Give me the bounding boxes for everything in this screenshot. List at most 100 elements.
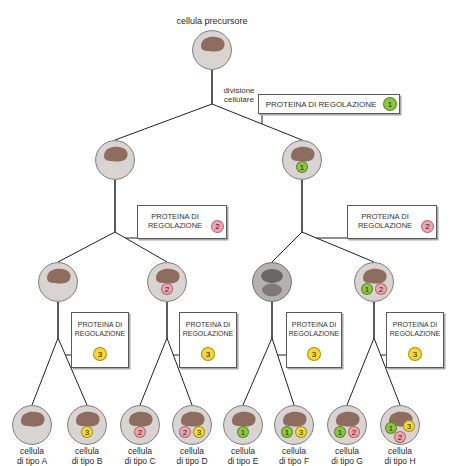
protein-number: 2 bbox=[183, 428, 187, 437]
box-text-area: PROTEINA DI REGOLAZIONE bbox=[180, 320, 236, 338]
cell-outline bbox=[95, 140, 135, 180]
regulatory-protein-box: PROTEINA DI REGOLAZIONE 3 bbox=[179, 312, 237, 368]
cell-nucleus bbox=[181, 412, 205, 427]
protein-number: 1 bbox=[285, 428, 289, 437]
protein-name: PROTEINA DI REGOLAZIONE bbox=[287, 320, 341, 338]
cell-label: cellula di tipo B bbox=[71, 447, 103, 466]
cell-nucleus bbox=[336, 412, 360, 427]
protein-badge: 3 bbox=[193, 426, 205, 438]
cell: 12 bbox=[354, 262, 394, 302]
protein-badge: 3 bbox=[295, 426, 307, 438]
protein-number: 3 bbox=[206, 350, 210, 359]
division-line bbox=[32, 302, 58, 405]
cell-membrane bbox=[193, 31, 232, 70]
protein-badge: 1 bbox=[334, 426, 346, 438]
box-text-area: PROTEINA DI REGOLAZIONE bbox=[141, 212, 209, 230]
cell-outline bbox=[12, 405, 52, 445]
cell-label: cellula di tipo H bbox=[384, 447, 416, 466]
protein-badge: 2 bbox=[348, 426, 360, 438]
protein-badge: 2 bbox=[179, 426, 191, 438]
protein-number: 3 bbox=[197, 428, 201, 437]
protein-number: 3 bbox=[299, 428, 303, 437]
regulatory-protein-box: PROTEINA DI REGOLAZIONE2 bbox=[347, 205, 437, 239]
protein-badge: 3 bbox=[93, 347, 107, 361]
cell-outline bbox=[67, 405, 107, 445]
cell-nucleus bbox=[156, 269, 180, 284]
cell-membrane bbox=[148, 263, 187, 302]
leader-line bbox=[316, 238, 347, 239]
protein-number: 1 bbox=[365, 285, 369, 294]
division-line bbox=[58, 180, 115, 262]
cell-membrane bbox=[381, 406, 420, 445]
protein-number: 3 bbox=[407, 422, 411, 431]
cell-label: cellula di tipo E bbox=[227, 447, 259, 466]
cell-outline bbox=[274, 405, 314, 445]
cell-outline bbox=[147, 262, 187, 302]
cell-membrane bbox=[328, 406, 367, 445]
regulatory-protein-box: PROTEINA DI REGOLAZIONE 3 bbox=[286, 312, 342, 368]
cell-label: cellula di tipo D bbox=[176, 447, 208, 466]
regulatory-protein-box: PROTEINA DI REGOLAZIONE 3 bbox=[71, 312, 129, 368]
leader-line bbox=[278, 355, 286, 356]
protein-badge: 3 bbox=[201, 347, 215, 361]
cell: cellula di tipo E1 bbox=[223, 405, 263, 445]
cell-membrane bbox=[68, 406, 107, 445]
box-text-area: PROTEINA DI REGOLAZIONE bbox=[351, 212, 419, 230]
division-line bbox=[272, 180, 302, 262]
cell-outline bbox=[192, 30, 232, 70]
cell bbox=[252, 262, 292, 302]
protein-name: PROTEINA DI REGOLAZIONE bbox=[351, 212, 419, 230]
cell-outline bbox=[354, 262, 394, 302]
protein-name: PROTEINA DI REGOLAZIONE bbox=[180, 320, 236, 338]
protein-badge: 3 bbox=[403, 420, 415, 432]
protein-badge: 3 bbox=[81, 426, 93, 438]
protein-number: 3 bbox=[413, 350, 417, 359]
cell: 1 bbox=[282, 140, 322, 180]
cell-outline bbox=[282, 140, 322, 180]
cell-nucleus bbox=[283, 412, 307, 427]
division-line bbox=[347, 302, 374, 405]
cell: cellula precursore bbox=[192, 30, 232, 70]
box-text-area: PROTEINA DI REGOLAZIONE bbox=[263, 100, 379, 109]
protein-number: 2 bbox=[379, 285, 383, 294]
protein-badge: 1 bbox=[237, 426, 249, 438]
protein-number: 3 bbox=[98, 350, 102, 359]
protein-badge: 1 bbox=[361, 283, 373, 295]
cell-nucleus bbox=[262, 284, 282, 297]
cell-outline bbox=[327, 405, 367, 445]
protein-badge: 3 bbox=[408, 347, 422, 361]
cell-membrane bbox=[355, 263, 394, 302]
cell-label: cellula di tipo G bbox=[331, 447, 363, 466]
protein-name: PROTEINA DI REGOLAZIONE bbox=[72, 320, 128, 338]
protein-badge: 2 bbox=[375, 283, 387, 295]
protein-badge: 2 bbox=[161, 283, 173, 295]
cell-nucleus bbox=[47, 269, 71, 284]
cell-membrane bbox=[13, 406, 52, 445]
leader-line bbox=[262, 114, 263, 124]
leader-line bbox=[125, 238, 137, 239]
protein-name: PROTEINA DI REGOLAZIONE bbox=[387, 320, 443, 338]
protein-number: 2 bbox=[352, 428, 356, 437]
cell-membrane bbox=[275, 406, 314, 445]
protein-badge: 2 bbox=[211, 220, 224, 233]
cell-membrane bbox=[283, 141, 322, 180]
box-text-area: PROTEINA DI REGOLAZIONE bbox=[387, 320, 443, 338]
protein-number: 3 bbox=[312, 350, 316, 359]
cell-membrane bbox=[173, 406, 212, 445]
protein-badge: 1 bbox=[296, 161, 308, 173]
protein-number: 2 bbox=[138, 428, 142, 437]
cell-nucleus bbox=[363, 269, 387, 284]
cell-membrane bbox=[96, 141, 135, 180]
protein-badge: 1 bbox=[281, 426, 293, 438]
regulatory-protein-box: PROTEINA DI REGOLAZIONE1 bbox=[258, 94, 400, 114]
cell-outline bbox=[252, 262, 292, 302]
protein-badge: 3 bbox=[307, 347, 321, 361]
protein-badge: 2 bbox=[394, 431, 406, 443]
cell: cellula di tipo B3 bbox=[67, 405, 107, 445]
cell-nucleus bbox=[104, 147, 128, 162]
protein-number: 1 bbox=[338, 428, 342, 437]
cell-membrane bbox=[224, 406, 263, 445]
regulatory-protein-box: PROTEINA DI REGOLAZIONE 3 bbox=[386, 312, 444, 368]
cell-nucleus bbox=[232, 412, 256, 427]
